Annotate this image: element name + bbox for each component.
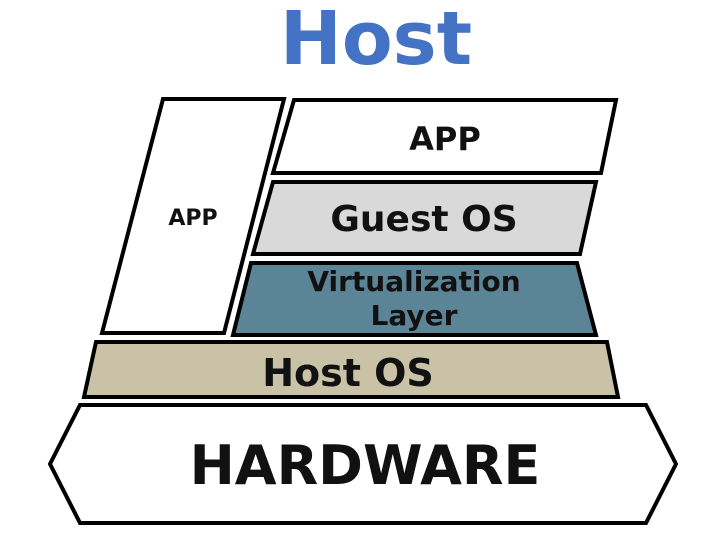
app-label: APP [409, 120, 481, 158]
host-os-label: Host OS [262, 351, 434, 395]
virtualization-layer-label-line2: Layer [371, 299, 458, 332]
guest-os-block [250, 180, 599, 256]
hardware-label: HARDWARE [190, 434, 541, 497]
virtualization-layer-label-line1: Virtualization [307, 265, 520, 298]
virtualization-layer-block [230, 261, 599, 337]
guest-os-label: Guest OS [330, 199, 517, 240]
app-block [270, 98, 619, 175]
host-os-block [81, 340, 621, 399]
side-app-label: APP [168, 206, 217, 231]
diagram-title: Host [280, 0, 472, 82]
hardware-block [47, 403, 679, 525]
side-app-block [99, 97, 287, 335]
